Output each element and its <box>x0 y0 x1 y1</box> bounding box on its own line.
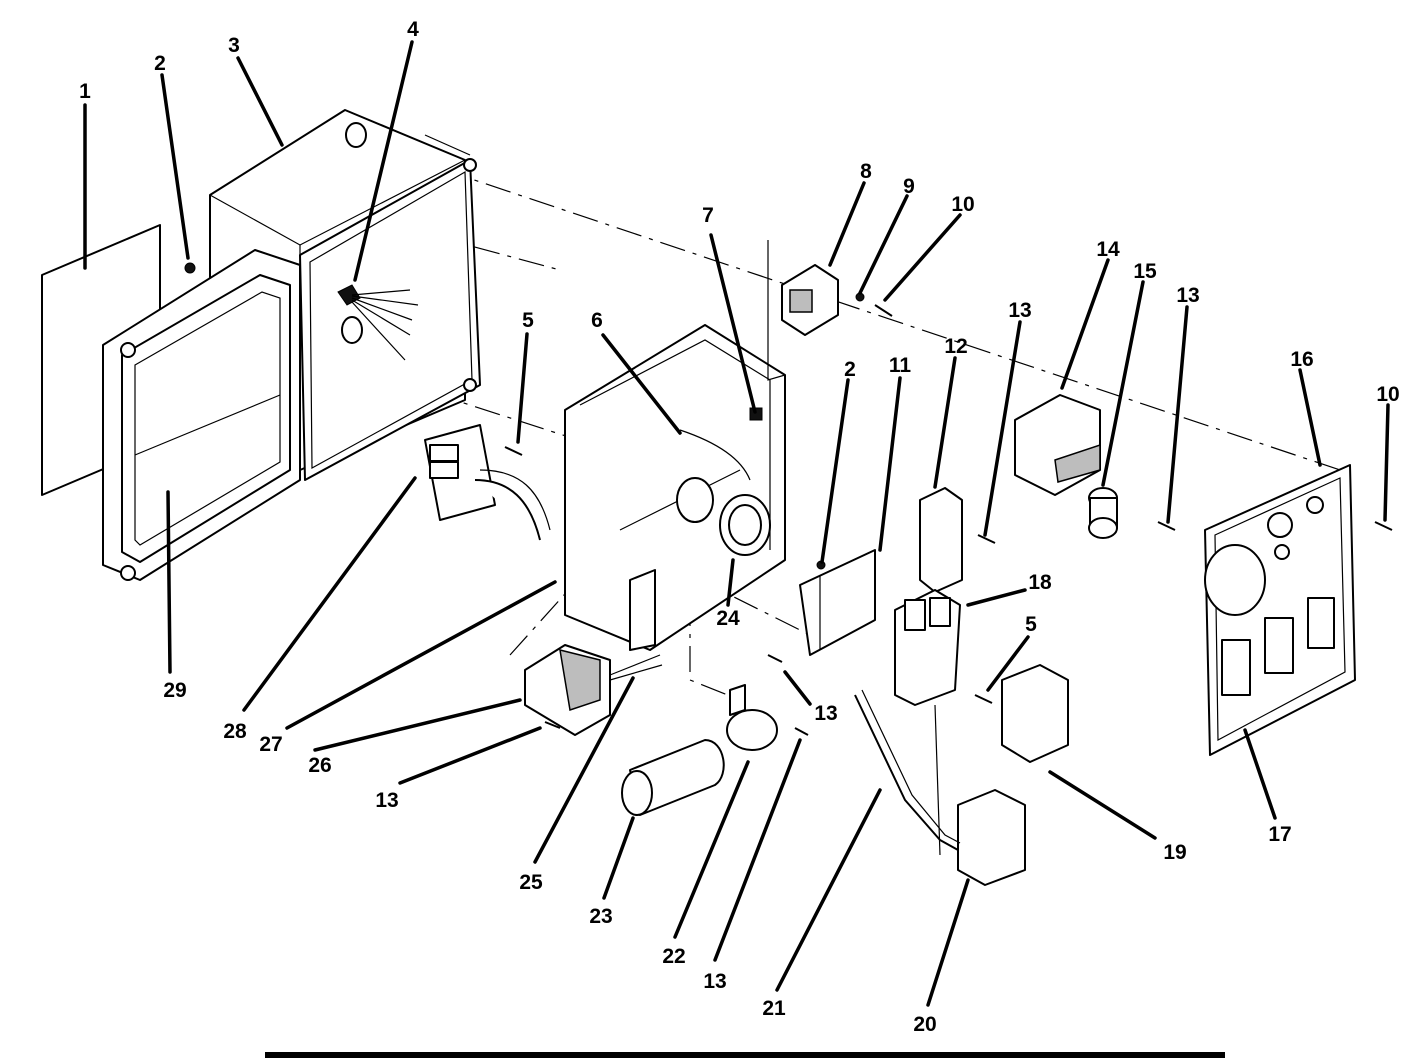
parts-drawing <box>41 109 1393 886</box>
relay <box>767 240 893 381</box>
terminal-block <box>894 589 961 706</box>
callout-4: 4 <box>407 18 419 41</box>
callout-21: 21 <box>762 997 786 1020</box>
grommet <box>719 494 771 556</box>
callout-15: 15 <box>1133 260 1157 283</box>
callout-13e: 13 <box>375 789 398 812</box>
callout-19: 19 <box>1163 841 1186 864</box>
cable-gland <box>424 424 551 541</box>
callout-10: 10 <box>951 193 974 216</box>
callout-8: 8 <box>860 160 872 183</box>
callout-29: 29 <box>163 679 186 702</box>
callout-13c: 13 <box>814 702 837 725</box>
callout-20: 20 <box>913 1013 936 1036</box>
callout-24: 24 <box>716 607 740 630</box>
callout-23: 23 <box>589 905 612 928</box>
callout-28: 28 <box>223 720 247 743</box>
transformer <box>1014 394 1101 496</box>
main-chassis <box>564 324 786 651</box>
callout-13a: 13 <box>1008 299 1031 322</box>
callout-26: 26 <box>308 754 331 777</box>
bracket-right <box>919 487 963 593</box>
callout-10b: 10 <box>1376 383 1399 406</box>
callout-numbers: 1 2 3 4 5 6 7 8 9 10 2 11 12 13 14 15 13… <box>79 18 1400 1036</box>
callout-9: 9 <box>903 175 915 198</box>
callout-11: 11 <box>889 354 912 377</box>
bracket-left <box>799 549 876 656</box>
callout-25: 25 <box>519 871 543 894</box>
cable-harness <box>854 689 961 856</box>
clamp-ring <box>726 684 778 751</box>
callout-5: 5 <box>522 309 534 332</box>
choke <box>1088 487 1118 539</box>
capacitor <box>621 739 725 816</box>
callout-5b: 5 <box>1025 613 1037 636</box>
callout-18: 18 <box>1028 571 1052 594</box>
inductor <box>524 644 663 736</box>
callout-16: 16 <box>1290 348 1313 371</box>
callout-13d: 13 <box>703 970 726 993</box>
callout-14: 14 <box>1096 238 1120 261</box>
callout-27: 27 <box>259 733 282 756</box>
callout-2: 2 <box>154 52 166 75</box>
breaker-upper <box>1001 664 1069 763</box>
callout-leaders <box>83 40 1390 1007</box>
front-panel <box>1204 464 1356 756</box>
callout-22: 22 <box>662 945 685 968</box>
callout-6: 6 <box>591 309 603 332</box>
callout-7: 7 <box>702 204 714 227</box>
callout-12: 12 <box>944 335 967 358</box>
cropped-title-fragment <box>265 1052 1225 1058</box>
callout-1: 1 <box>79 80 91 103</box>
callout-3: 3 <box>228 34 240 57</box>
callout-2b: 2 <box>844 358 856 381</box>
front-lid <box>102 249 301 581</box>
callout-13b: 13 <box>1176 284 1199 307</box>
screws <box>504 446 1393 736</box>
rear-panel <box>299 134 481 481</box>
breaker-lower <box>957 789 1026 886</box>
callout-17: 17 <box>1268 823 1291 846</box>
